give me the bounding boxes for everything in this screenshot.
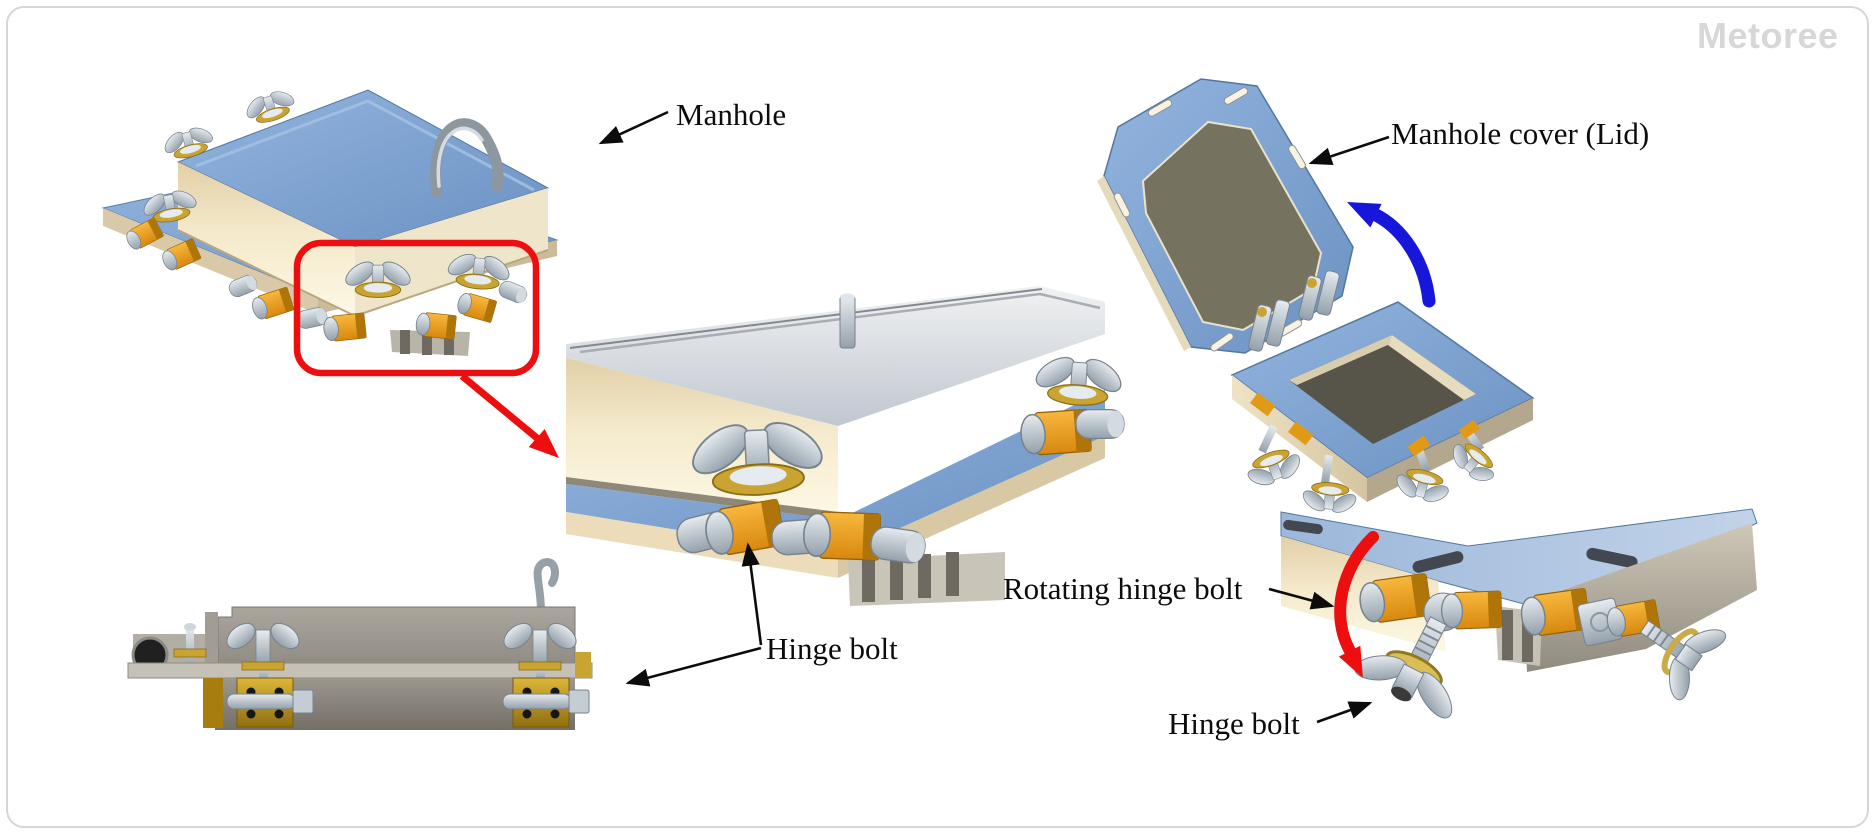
side-hinge-bolt — [1639, 620, 1727, 701]
hinge-bolt-right-arrow — [1316, 701, 1373, 724]
hinge-clamp-block — [226, 677, 314, 728]
hinge-bolt-right-label: Hinge bolt — [1168, 706, 1300, 741]
open-manhole-figure — [1097, 78, 1535, 519]
manhole-label: Manhole — [676, 97, 787, 132]
lid-hinges — [1247, 270, 1340, 352]
blue-open-arrow — [1347, 202, 1436, 308]
corner-detail-figure — [566, 286, 1129, 606]
red-callout-box — [293, 239, 540, 377]
hinge-clamp-block — [502, 677, 590, 728]
red-rotation-arrow — [1334, 531, 1379, 678]
closed-manhole-figure — [101, 82, 559, 356]
rotating-hinge-bolt-label: Rotating hinge bolt — [1003, 571, 1243, 606]
side-view-figure — [127, 558, 593, 730]
side-handle — [533, 558, 559, 616]
rotating-hinge-bolt-figure — [1280, 508, 1758, 719]
hinge-bolt-arrow-up — [741, 542, 763, 646]
label-arrows — [598, 110, 1390, 724]
red-callout — [293, 239, 559, 458]
manhole-cover-arrow — [1308, 135, 1390, 166]
rotating-hinge-bolt-arrow — [1268, 587, 1335, 610]
manhole-cover-label: Manhole cover (Lid) — [1391, 116, 1650, 151]
manhole-arrow — [598, 110, 669, 145]
hinge-bolt-arrow-left — [625, 646, 762, 687]
manhole-handle — [430, 118, 504, 198]
lid-pin — [839, 295, 856, 349]
hinge-bolt-label: Hinge bolt — [766, 631, 898, 666]
red-zoom-arrow — [459, 373, 540, 441]
metoree-logo: Metoree — [1697, 15, 1839, 56]
swung-hinge-bolt — [1354, 616, 1453, 719]
